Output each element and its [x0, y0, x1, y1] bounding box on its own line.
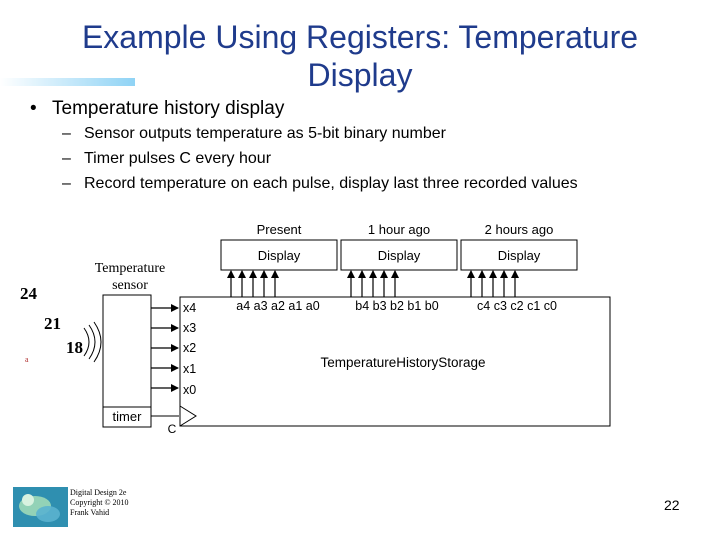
display-label-2-hours: Display: [498, 248, 541, 263]
sub-bullet-3: –Record temperature on each pulse, displ…: [62, 175, 578, 193]
dash-marker: –: [62, 150, 71, 167]
sensor-output-x0: x0: [183, 383, 196, 397]
main-bullet: • Temperature history display: [30, 98, 284, 120]
temperature-18: 18: [66, 338, 83, 357]
sub-bullet-text: Sensor outputs temperature as 5-bit bina…: [84, 125, 446, 142]
sensor-output-x3: x3: [183, 321, 196, 335]
title-line-1: Example Using Registers: Temperature: [81, 19, 639, 55]
dash-marker: –: [62, 125, 71, 142]
display-input-arrows: [227, 270, 519, 297]
timer-label: timer: [113, 409, 143, 424]
display-caption-present: Present: [257, 222, 302, 237]
bullet-text: Temperature history display: [52, 98, 285, 119]
small-mark: a: [25, 355, 29, 364]
sub-bullet-text: Record temperature on each pulse, displa…: [84, 175, 578, 192]
sub-bullet-2: –Timer pulses C every hour: [62, 150, 271, 168]
sensor-label-line2: sensor: [112, 278, 148, 293]
display-label-present: Display: [258, 248, 301, 263]
display-label-1-hour: Display: [378, 248, 421, 263]
bits-2-hours: c4 c3 c2 c1 c0: [477, 299, 557, 313]
display-box-present: [220, 239, 338, 271]
display-box-1-hour: [340, 239, 458, 271]
sub-bullet-1: –Sensor outputs temperature as 5-bit bin…: [62, 125, 446, 143]
temperature-sensor: [102, 294, 152, 408]
page-number: 22: [664, 497, 680, 513]
bits-1-hour: b4 b3 b2 b1 b0: [355, 299, 438, 313]
sub-bullet-text: Timer pulses C every hour: [84, 150, 272, 167]
footer-credit: Digital Design 2e Copyright © 2010 Frank…: [70, 488, 129, 518]
bullet-marker: •: [30, 98, 37, 119]
sensor-output-x1: x1: [183, 362, 196, 376]
temperature-history-storage: [179, 296, 611, 427]
temperature-21: 21: [44, 314, 61, 333]
sensor-label-line1: Temperature: [95, 261, 166, 276]
timer: [102, 406, 152, 428]
title-line-2: Display: [307, 57, 413, 93]
clock-input-triangle: [179, 405, 197, 427]
sensing-waves: [83, 321, 102, 363]
book-cover-logo: [13, 487, 68, 527]
sensor-output-x4: x4: [183, 301, 196, 315]
footer-line-3: Frank Vahid: [70, 508, 110, 517]
footer-line-1: Digital Design 2e: [70, 488, 127, 497]
bits-present: a4 a3 a2 a1 a0: [236, 299, 319, 313]
slide-title: Example Using Registers: Temperature Dis…: [0, 18, 720, 94]
sensor-output-arrows: [151, 304, 179, 392]
storage-label: TemperatureHistoryStorage: [320, 355, 485, 370]
footer-line-2: Copyright © 2010: [70, 498, 129, 507]
display-box-2-hours: [460, 239, 578, 271]
temperature-24: 24: [20, 284, 38, 303]
sensor-output-x2: x2: [183, 341, 196, 355]
display-caption-2-hours: 2 hours ago: [485, 222, 554, 237]
display-caption-1-hour: 1 hour ago: [368, 222, 430, 237]
clock-label: C: [168, 422, 177, 436]
title-accent-line: [0, 78, 135, 86]
dash-marker: –: [62, 175, 71, 192]
